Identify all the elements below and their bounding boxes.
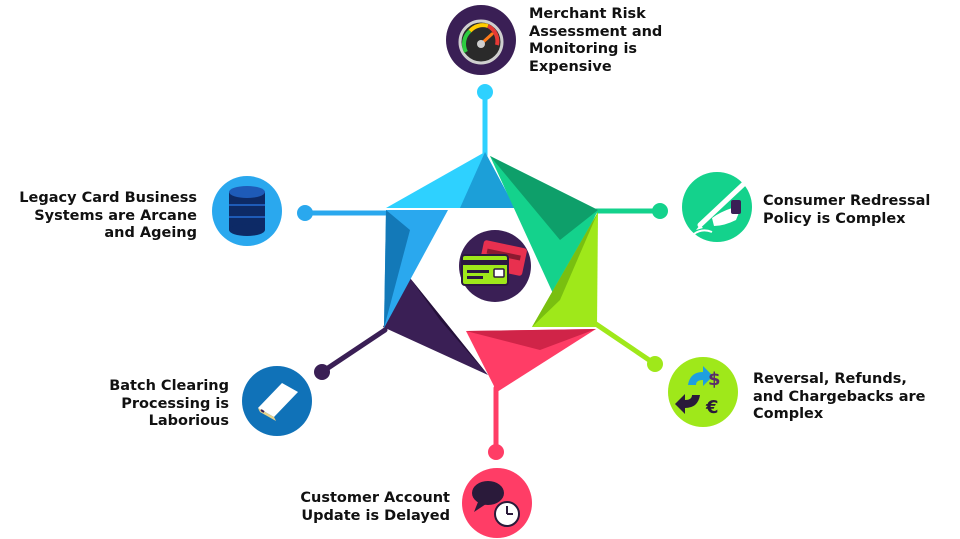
blade-batch-clearing: [383, 278, 488, 375]
label-line: Expensive: [529, 58, 612, 75]
database-icon: [212, 176, 282, 246]
dot-consumer-redressal: [652, 203, 668, 219]
label-customer-account: Customer Account Update is Delayed: [300, 490, 450, 525]
connector-batch-clearing: [319, 327, 388, 375]
label-line: and Ageing: [104, 225, 197, 241]
label-batch-clearing: Batch Clearing Processing is Laborious: [109, 378, 229, 431]
svg-text:$: $: [708, 369, 721, 390]
dot-merchant-risk: [477, 84, 493, 100]
connector-reversal-refunds: [587, 317, 658, 367]
dot-legacy-card: [297, 205, 313, 221]
svg-text:€: €: [705, 397, 719, 418]
hand-signing-pen-icon: [682, 172, 752, 242]
speedometer-gauge-icon: [446, 5, 516, 75]
label-line: Update is Delayed: [301, 507, 450, 524]
label-line: Monitoring is: [529, 41, 638, 57]
blade-legacy-card: [384, 210, 448, 328]
currency-exchange-icon: $ €: [668, 357, 738, 427]
dot-batch-clearing: [314, 364, 330, 380]
label-line: Assessment and: [529, 23, 663, 40]
label-line: Reversal, Refunds,: [753, 371, 907, 387]
label-line: Batch Clearing: [109, 378, 229, 394]
label-legacy-card: Legacy Card Business Systems are Arcane …: [19, 190, 197, 243]
blade-merchant-risk: [386, 152, 515, 208]
blade-customer-account: [466, 329, 596, 392]
label-reversal-refunds: Reversal, Refunds, and Chargebacks are C…: [753, 371, 926, 424]
label-line: and Chargebacks are: [753, 388, 926, 405]
blade-reversal-refunds: [532, 212, 598, 327]
label-line: Policy is Complex: [763, 210, 906, 227]
label-line: Customer Account: [300, 490, 450, 506]
label-line: Laborious: [148, 413, 229, 429]
label-merchant-risk: Merchant Risk Assessment and Monitoring …: [529, 6, 662, 76]
label-line: Processing is: [121, 395, 229, 412]
chat-clock-icon: [462, 468, 532, 538]
connector-dots: [297, 84, 668, 460]
dot-reversal-refunds: [647, 356, 663, 372]
label-line: Complex: [753, 406, 824, 422]
credit-cards-icon: [459, 230, 531, 302]
paper-sheet-icon: [242, 366, 312, 436]
label-consumer-redressal: Consumer Redressal Policy is Complex: [763, 193, 930, 228]
label-line: Systems are Arcane: [34, 207, 197, 224]
label-line: Legacy Card Business: [19, 190, 197, 206]
connector-lines: [302, 89, 663, 455]
label-line: Merchant Risk: [529, 6, 646, 22]
dot-customer-account: [488, 444, 504, 460]
pinwheel: [383, 152, 598, 392]
label-line: Consumer Redressal: [763, 193, 931, 209]
